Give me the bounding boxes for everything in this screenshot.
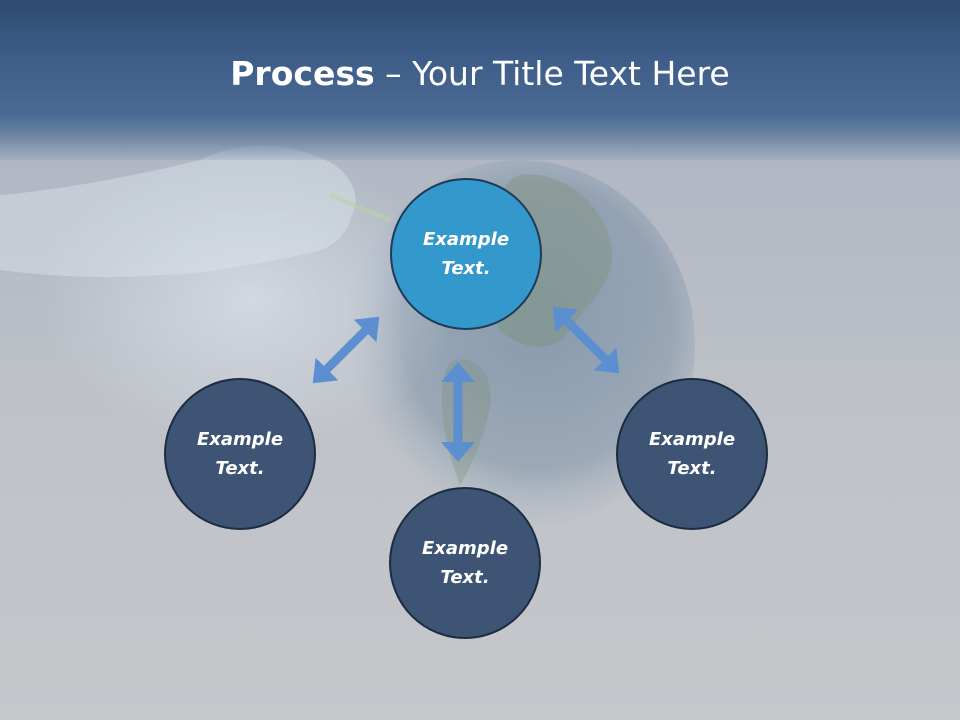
cloud-glow bbox=[40, 150, 460, 450]
node-label: Example Text. bbox=[180, 425, 300, 483]
process-node-right: Example Text. bbox=[616, 378, 768, 530]
title-strong: Process bbox=[230, 54, 375, 93]
node-label-line1: Example bbox=[648, 429, 736, 450]
double-arrow-center bbox=[441, 362, 475, 462]
title-bar bbox=[0, 0, 960, 160]
node-label-line1: Example bbox=[422, 229, 510, 250]
node-label-line2: Text. bbox=[440, 567, 490, 588]
double-arrow-left bbox=[312, 316, 380, 384]
node-label-line1: Example bbox=[421, 538, 509, 559]
node-label-line2: Text. bbox=[441, 258, 491, 279]
pen-shape bbox=[329, 193, 391, 222]
node-label-line1: Example bbox=[196, 429, 284, 450]
node-label: Example Text. bbox=[405, 534, 525, 592]
hand-shape bbox=[0, 145, 356, 278]
double-arrow-right bbox=[552, 306, 620, 374]
node-label-line2: Text. bbox=[215, 458, 265, 479]
node-label: Example Text. bbox=[632, 425, 752, 483]
title-rest: – Your Title Text Here bbox=[374, 54, 730, 93]
node-label-line2: Text. bbox=[667, 458, 717, 479]
process-node-left: Example Text. bbox=[164, 378, 316, 530]
process-node-bottom: Example Text. bbox=[389, 487, 541, 639]
node-label: Example Text. bbox=[406, 225, 526, 283]
slide-title: Process – Your Title Text Here bbox=[0, 52, 960, 96]
process-node-top: Example Text. bbox=[390, 178, 542, 330]
